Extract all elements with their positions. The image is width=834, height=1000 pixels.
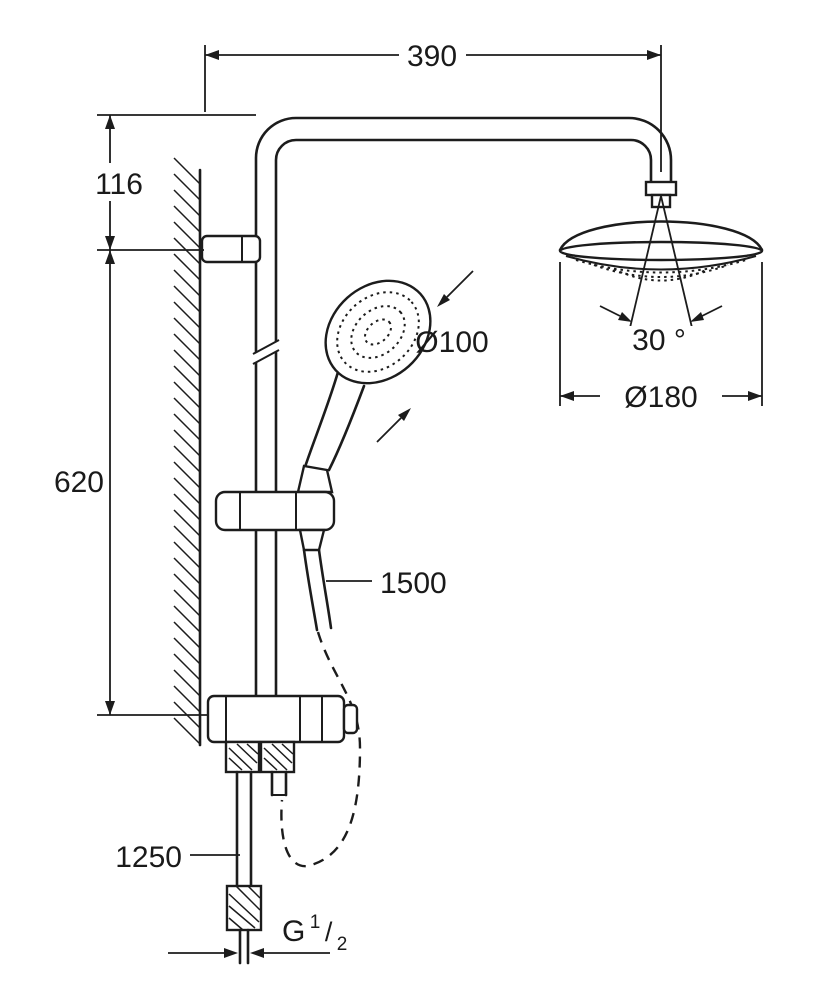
- width-label: 390: [407, 40, 457, 73]
- head-shower: [558, 180, 764, 282]
- dimension-g-half: G 1 / 2: [168, 912, 347, 958]
- wall-offset-label: 116: [95, 168, 143, 201]
- dimension-116: 116: [88, 114, 256, 251]
- wall: [173, 157, 202, 747]
- hand-shower: [296, 279, 432, 494]
- shower-rail-pipe: [200, 116, 673, 702]
- supply-connection-nuts: [224, 740, 296, 774]
- dimension-620: 620: [54, 250, 208, 716]
- rail-length-label: 620: [54, 466, 104, 499]
- dimension-d100: Ø100: [376, 270, 489, 443]
- thread-label: G 1 / 2: [282, 912, 347, 955]
- knurled-connector: [225, 884, 263, 932]
- hand-shower-spray-face: [336, 291, 420, 373]
- shower-hose: [280, 528, 362, 868]
- thread-g: G: [282, 915, 305, 948]
- dimension-d180: Ø180: [559, 262, 763, 414]
- leader-1250: 1250: [115, 841, 240, 874]
- hand-diameter-label: Ø100: [415, 326, 488, 359]
- head-shower-spray-face: [575, 259, 747, 274]
- wall-bracket: [200, 234, 262, 264]
- hand-shower-handle: [303, 370, 340, 469]
- shower-hose-dashed: [280, 631, 362, 868]
- leader-1500: 1500: [326, 567, 447, 600]
- head-shower-connector: [644, 180, 678, 209]
- head-diameter-label: Ø180: [624, 381, 697, 414]
- pipe-break-symbol: [252, 339, 280, 365]
- thread-denominator: 2: [337, 934, 348, 955]
- dimension-390: 390: [204, 40, 662, 172]
- hose-length-label: 1500: [380, 567, 447, 600]
- diverter-knob: [342, 703, 359, 735]
- wall-hatching: [173, 157, 201, 745]
- hose-cone: [298, 528, 326, 552]
- thread-slash: /: [325, 917, 333, 947]
- slider-holder: [214, 490, 336, 532]
- inlet-pipes: [225, 770, 288, 965]
- hand-shower-nut: [296, 464, 334, 494]
- angle-label: 30 °: [632, 324, 686, 357]
- dimension-angle-30: 30 °: [599, 195, 723, 357]
- inlet-length-label: 1250: [115, 841, 182, 874]
- thread-numerator: 1: [310, 912, 321, 933]
- diverter-valve-body: [206, 694, 359, 744]
